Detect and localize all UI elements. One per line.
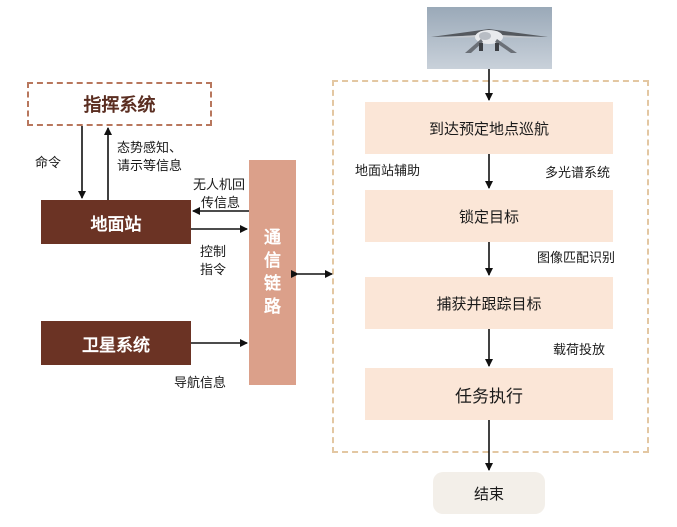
end-label: 结束	[473, 484, 504, 503]
annotation-image-match: 图像匹配识别	[537, 251, 616, 266]
edge-label-uav-line1: 无人机回	[193, 178, 246, 193]
comm-link-char-3: 链	[264, 273, 281, 294]
mission-step-execute: 任务执行	[365, 368, 613, 420]
edge-label-situation-line2: 请示等信息	[117, 159, 183, 174]
edge-label-control-line1: 控制	[200, 245, 227, 260]
satellite-system-node: 卫星系统	[41, 321, 191, 365]
end-node: 结束	[433, 472, 545, 514]
comm-link-char-4: 路	[264, 296, 281, 317]
mission-flow-frame	[332, 80, 649, 453]
comm-link-char-2: 信	[264, 250, 281, 271]
edge-label-control-line2: 指令	[200, 263, 227, 278]
edge-label-navigation: 导航信息	[174, 376, 227, 391]
edge-label-order: 命令	[35, 156, 62, 171]
uav-drone-icon	[427, 7, 552, 69]
annotation-multispectral: 多光谱系统	[545, 166, 611, 181]
communication-link-node: 通 信 链 路	[249, 160, 296, 385]
edge-label-uav-line2: 传信息	[201, 196, 241, 211]
mission-step-label: 任务执行	[455, 386, 523, 407]
mission-step-label: 锁定目标	[458, 207, 519, 226]
mission-step-label: 到达预定地点巡航	[428, 119, 549, 138]
edge-label-situation-line1: 态势感知、	[117, 141, 183, 156]
comm-link-char-1: 通	[264, 227, 281, 248]
satellite-system-label: 卫星系统	[82, 335, 150, 356]
uav-drone-image	[427, 7, 552, 69]
command-system-node: 指挥系统	[27, 82, 212, 126]
mission-step-label: 捕获并跟踪目标	[436, 294, 542, 313]
annotation-payload: 载荷投放	[553, 343, 606, 358]
ground-station-node: 地面站	[41, 200, 191, 244]
annotation-ground-assist: 地面站辅助	[355, 164, 421, 179]
mission-step-cruise: 到达预定地点巡航	[365, 102, 613, 154]
mission-step-capture-track: 捕获并跟踪目标	[365, 277, 613, 329]
command-system-label: 指挥系统	[83, 95, 156, 116]
mission-step-lock-target: 锁定目标	[365, 190, 613, 242]
ground-station-label: 地面站	[90, 214, 142, 235]
